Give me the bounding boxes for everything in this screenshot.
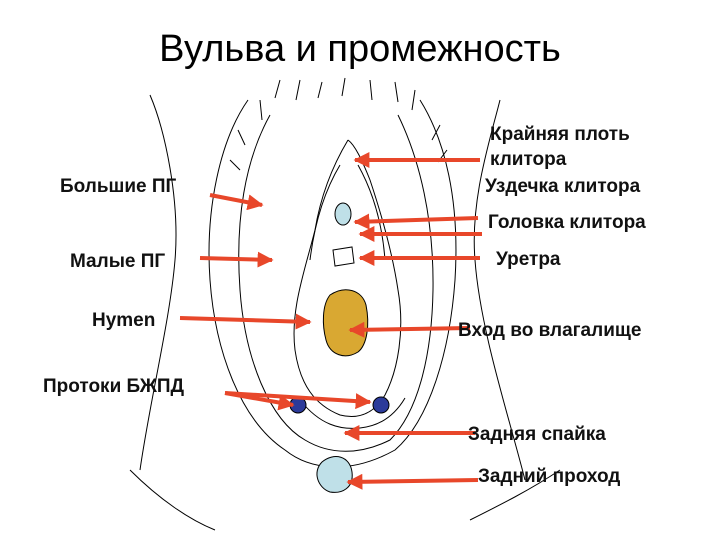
label-hymen: Hymen	[92, 310, 155, 331]
anus	[316, 456, 353, 493]
label-clitoral-hood-1: Крайняя плоть	[490, 124, 630, 145]
gland-duct-right	[372, 396, 390, 414]
label-anus: Задний проход	[478, 466, 620, 487]
label-urethra: Уретра	[496, 249, 561, 270]
clitoris-glans	[334, 202, 352, 226]
label-bartholin-ducts: Протоки БЖПД	[43, 376, 185, 397]
label-posterior-commissure: Задняя спайка	[468, 424, 606, 445]
arrows	[179, 152, 482, 490]
slide-title: Вульва и промежность	[159, 28, 561, 70]
urethra	[332, 246, 355, 267]
label-labia-majora: Большие ПГ	[60, 176, 177, 197]
labia-minora-outline	[293, 139, 406, 429]
body-contour	[129, 94, 561, 531]
label-vaginal-opening: Вход во влагалище	[458, 320, 641, 341]
label-clitoral-frenulum: Уздечка клитора	[485, 176, 641, 197]
vaginal-opening	[322, 289, 369, 357]
label-clitoral-hood-2: клитора	[490, 149, 567, 170]
label-clitoral-glans: Головка клитора	[488, 212, 646, 233]
labia-majora-outline	[208, 77, 457, 468]
label-labia-minora: Малые ПГ	[70, 251, 165, 272]
